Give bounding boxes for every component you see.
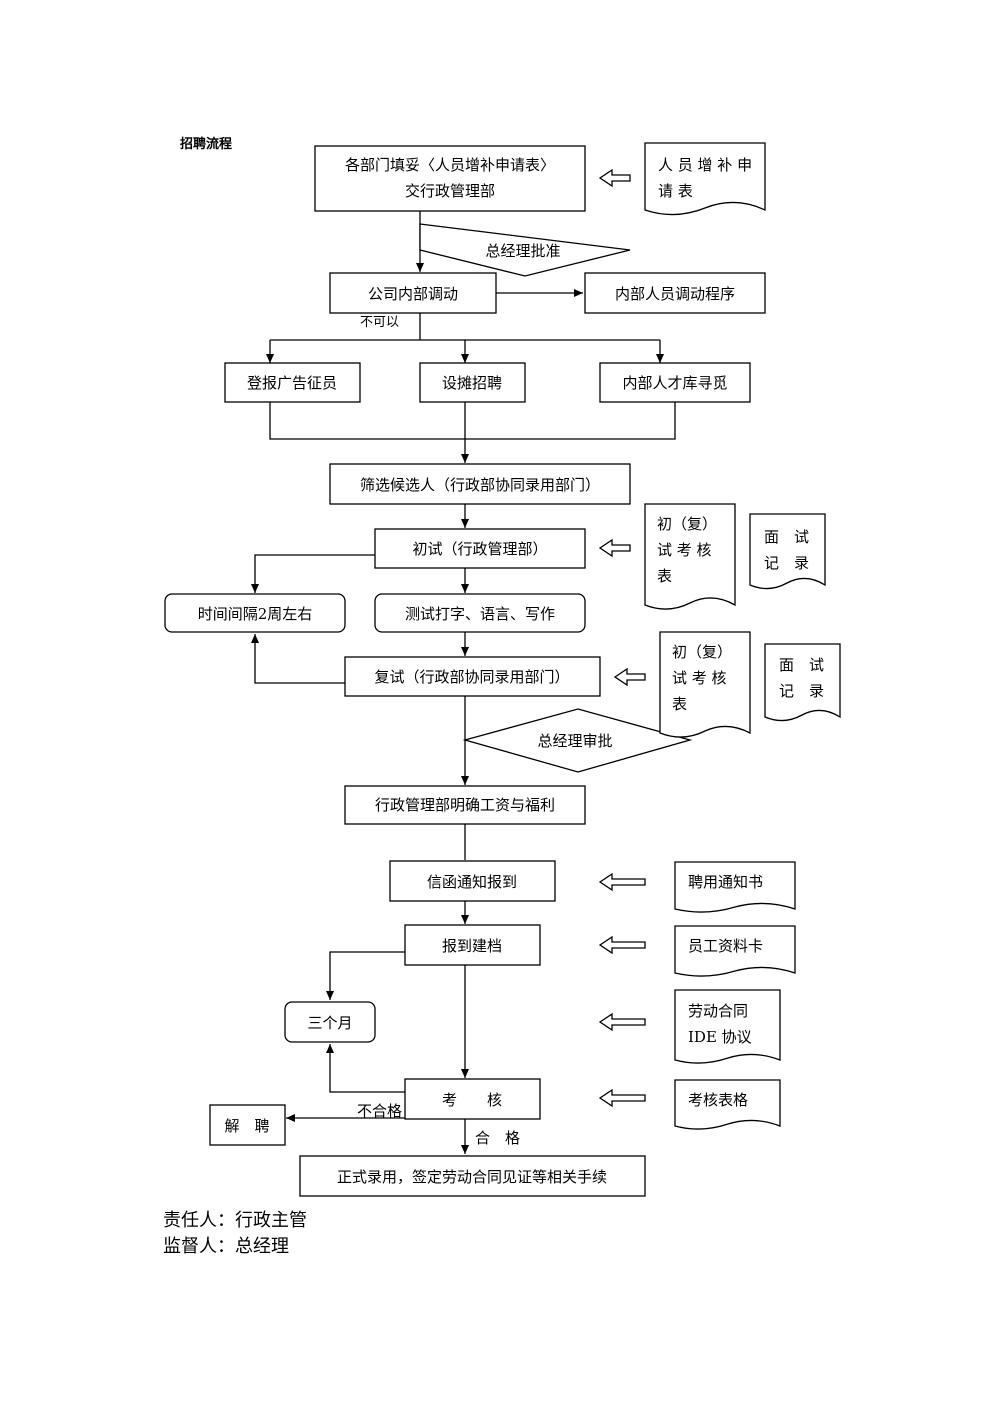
review-form-doc-2-label: 试 考 核 (672, 669, 727, 687)
request-box (314, 145, 586, 212)
request-label: 各部门填妥〈人员增补申请表〉 (345, 156, 555, 174)
supervisor-person: 监督人：总经理 (163, 1236, 289, 1257)
review-form-doc-1-label: 试 考 核 (657, 541, 712, 559)
internal-program-label: 内部人员调动程序 (615, 285, 735, 303)
first-interview-box (374, 528, 586, 569)
second-interview-label: 复试（行政部协同录用部门） (374, 668, 569, 686)
second-interview-box (344, 656, 601, 697)
connector (326, 951, 405, 1000)
hollow-arrow-icon (598, 168, 631, 188)
three-months-label: 三个月 (307, 1014, 352, 1032)
page-title: 招聘流程 (180, 136, 232, 152)
review-form-doc-2-label: 初（复） (672, 643, 732, 661)
hollow-arrow-icon (613, 667, 646, 687)
pass-label: 合 格 (475, 1129, 520, 1147)
register-box (404, 924, 541, 966)
responsible-person: 责任人：行政主管 (163, 1210, 307, 1231)
assess-label: 考 核 (442, 1091, 502, 1109)
assess-form-doc (674, 1079, 781, 1130)
hollow-arrow-icon (598, 538, 631, 558)
review-form-doc-1 (644, 503, 736, 610)
offer-letter-doc (674, 861, 796, 913)
interval-label: 时间间隔2周左右 (198, 605, 313, 623)
request-form-doc (644, 142, 766, 216)
connector (269, 402, 676, 440)
interview-record-doc-2-label: 面 试 (779, 656, 824, 674)
register-label: 报到建档 (442, 937, 502, 955)
internal-program-box (584, 272, 766, 314)
gm-approve-label: 总经理批准 (485, 242, 560, 260)
gm-review-label: 总经理审批 (537, 732, 612, 750)
review-form-doc-1-label: 初（复） (657, 515, 717, 533)
talent-pool-box (599, 362, 751, 403)
three-months-box (284, 1001, 376, 1043)
not-possible-label: 不可以 (360, 315, 399, 330)
assess-box (404, 1078, 541, 1120)
notify-label: 信函通知报到 (427, 873, 517, 891)
connector (326, 1044, 405, 1093)
talent-pool-label: 内部人才库寻觅 (622, 374, 727, 392)
request-form-doc-label: 人 员 增 补 申 (658, 156, 752, 174)
dismiss-label: 解 聘 (224, 1117, 269, 1135)
formal-label: 正式录用，签定劳动合同见证等相关手续 (337, 1168, 607, 1186)
first-interview-label: 初试（行政管理部） (412, 540, 547, 558)
hollow-arrow-icon (598, 872, 646, 892)
interview-record-doc-1-label: 记 录 (764, 554, 809, 572)
formal-box (299, 1155, 646, 1197)
notify-box (389, 860, 556, 902)
staff-card-doc (674, 925, 796, 977)
interview-record-doc-2 (764, 643, 841, 722)
interview-record-doc-2-label: 记 录 (779, 682, 824, 700)
advertise-label: 登报广告征员 (247, 374, 337, 392)
review-form-doc-2-label: 表 (672, 695, 687, 713)
hollow-arrow-icon (598, 1012, 646, 1032)
interval-box (164, 593, 346, 633)
booth-label: 设摊招聘 (442, 374, 502, 392)
hollow-arrow-icon (598, 1088, 646, 1108)
hollow-arrow-icon (598, 935, 646, 955)
review-form-doc-1-label: 表 (657, 567, 672, 585)
contract-doc (674, 989, 781, 1064)
salary-box (344, 785, 586, 825)
gm-approve-diamond (419, 223, 631, 277)
internal-transfer-label: 公司内部调动 (368, 285, 458, 303)
offer-letter-doc-label: 聘用通知书 (688, 873, 763, 891)
assess-form-doc-label: 考核表格 (688, 1091, 748, 1109)
staff-card-doc-label: 员工资料卡 (688, 937, 763, 955)
fail-label: 不合格 (357, 1102, 402, 1120)
contract-doc-label: IDE 协议 (688, 1028, 752, 1046)
gm-review-diamond (462, 708, 693, 773)
interview-record-doc-1 (749, 513, 826, 590)
tests-box (374, 593, 586, 633)
advertise-box (224, 362, 361, 403)
booth-box (419, 362, 526, 403)
request-label: 交行政管理部 (405, 182, 495, 200)
internal-transfer-box (329, 272, 497, 314)
dismiss-box (209, 1104, 286, 1146)
interview-record-doc-1-label: 面 试 (764, 528, 809, 546)
tests-label: 测试打字、语言、写作 (405, 605, 555, 623)
connector (251, 554, 375, 593)
request-form-doc-label: 请 表 (658, 182, 693, 200)
review-form-doc-2 (659, 631, 751, 738)
salary-label: 行政管理部明确工资与福利 (375, 796, 555, 814)
connector (251, 634, 345, 684)
contract-doc-label: 劳动合同 (688, 1002, 748, 1020)
screen-label: 筛选候选人（行政部协同录用部门） (360, 476, 600, 494)
screen-box (329, 463, 631, 505)
